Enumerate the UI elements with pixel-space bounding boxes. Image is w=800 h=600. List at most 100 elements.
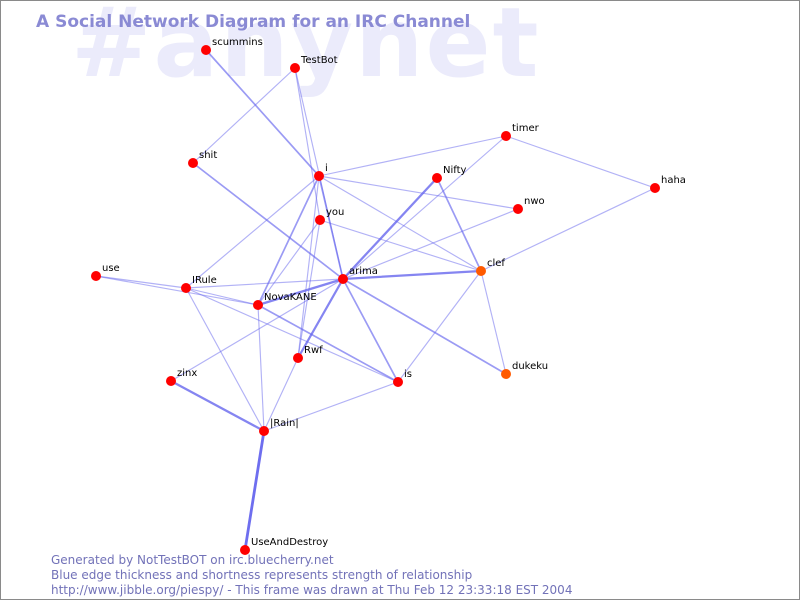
node-dot: [188, 158, 198, 168]
node-UseAndDestroy: UseAndDestroy: [240, 537, 328, 555]
edge-i-arima: [318, 175, 344, 280]
node-dot: [513, 204, 523, 214]
edge-i-clef: [318, 175, 482, 272]
node-dot: [432, 173, 442, 183]
node-is: is: [393, 369, 412, 387]
node-dot: [91, 271, 101, 281]
node-dot: [650, 183, 660, 193]
diagram-title: A Social Network Diagram for an IRC Chan…: [36, 12, 471, 32]
node-dot: [393, 377, 403, 387]
footer-generated-by: Generated by NotTestBOT on irc.bluecherr…: [51, 553, 334, 567]
edge-i-timer: [318, 135, 507, 177]
edge-clef-arima: [341, 269, 483, 281]
node-dot: [201, 45, 211, 55]
edge-Nifty-arima: [341, 176, 439, 281]
edge-you-NovaKANE: [257, 219, 321, 306]
edge-shit-arima: [192, 162, 344, 280]
node-label: timer: [512, 123, 540, 134]
edge-IRule-is: [185, 287, 399, 383]
node-scummins: scummins: [201, 37, 263, 55]
footer: Generated by NotTestBOT on irc.bluecherr…: [51, 553, 572, 598]
edge-i-nwo: [318, 175, 519, 210]
node-label: you: [326, 207, 344, 218]
edges-layer: [95, 49, 656, 552]
edge-arima-dukeku: [342, 278, 507, 375]
node-dot: [501, 369, 511, 379]
node-label: UseAndDestroy: [251, 537, 328, 548]
node-label: clef: [487, 258, 505, 269]
edge-TestBot-shit: [192, 67, 296, 164]
node-zinx: zinx: [166, 368, 197, 386]
node-dot: [315, 215, 325, 225]
node-dot: [476, 266, 486, 276]
node-dot: [259, 426, 269, 436]
node-timer: timer: [501, 123, 540, 141]
node-IRule: IRule: [181, 275, 217, 293]
edge-haha-clef: [480, 187, 656, 272]
node-dot: [253, 300, 263, 310]
edge-arima-Rwf: [296, 277, 345, 360]
footer-url-timestamp: http://www.jibble.org/piespy/ - This fra…: [51, 583, 573, 597]
edge-nwo-arima: [342, 208, 519, 280]
node-shit: shit: [188, 150, 217, 168]
node-clef: clef: [476, 258, 505, 276]
node-label: i: [325, 163, 328, 174]
node-label: scummins: [212, 37, 263, 48]
edge-arima-IRule: [185, 278, 344, 289]
node-i: i: [314, 163, 328, 181]
edge-TestBot-you: [294, 67, 321, 221]
node-arima: arima: [338, 266, 378, 284]
node-label: Rwf: [304, 345, 323, 356]
node-label: Nifty: [443, 165, 467, 176]
node-dot: [181, 283, 191, 293]
node-label: NovaKANE: [264, 292, 317, 303]
node-dot: [501, 131, 511, 141]
edge-arima-NovaKANE: [256, 277, 345, 307]
node-dot: [290, 63, 300, 73]
edge-Nifty-clef: [436, 177, 482, 272]
node-dot: [293, 353, 303, 363]
channel-watermark: #anynet: [71, 0, 541, 99]
node-Nifty: Nifty: [432, 165, 467, 183]
node-label: is: [404, 369, 412, 380]
node-Rwf: Rwf: [293, 345, 323, 363]
edge-IRain-is: [263, 381, 399, 432]
node-label: arima: [349, 266, 378, 277]
edge-NovaKANE-IRain: [257, 304, 265, 432]
edge-i-Rwf: [297, 175, 320, 359]
edge-Rwf-IRain: [263, 357, 299, 432]
node-nwo: nwo: [513, 196, 545, 214]
node-TestBot: TestBot: [290, 55, 338, 73]
edge-NovaKANE-is: [257, 304, 399, 383]
node-use: use: [91, 263, 120, 281]
node-label: IRule: [192, 275, 217, 286]
node-label: |Rain|: [270, 418, 299, 429]
node-you: you: [315, 207, 344, 225]
node-dot: [166, 376, 176, 386]
node-label: shit: [199, 150, 217, 161]
edge-i-IRule: [185, 175, 320, 289]
edge-use-NovaKANE: [95, 275, 259, 306]
edge-clef-is: [397, 270, 482, 383]
node-label: dukeku: [512, 361, 548, 372]
node-dot: [240, 545, 250, 555]
edge-arima-is: [342, 278, 399, 383]
edge-timer-arima: [342, 135, 507, 280]
edge-use-IRule: [95, 275, 187, 289]
node-label: zinx: [177, 368, 197, 379]
edge-IRule-IRain: [185, 287, 265, 432]
node-NovaKANE: NovaKANE: [253, 292, 317, 310]
edge-timer-haha: [505, 135, 656, 189]
node-label: haha: [661, 175, 686, 186]
edge-clef-dukeku: [480, 270, 507, 375]
node-label: TestBot: [300, 55, 338, 66]
footer-legend: Blue edge thickness and shortness repres…: [51, 568, 473, 582]
node-label: nwo: [524, 196, 545, 207]
edge-you-clef: [319, 219, 482, 272]
edge-IRule-NovaKANE: [185, 287, 259, 306]
node-dot: [314, 171, 324, 181]
node-dot: [338, 274, 348, 284]
